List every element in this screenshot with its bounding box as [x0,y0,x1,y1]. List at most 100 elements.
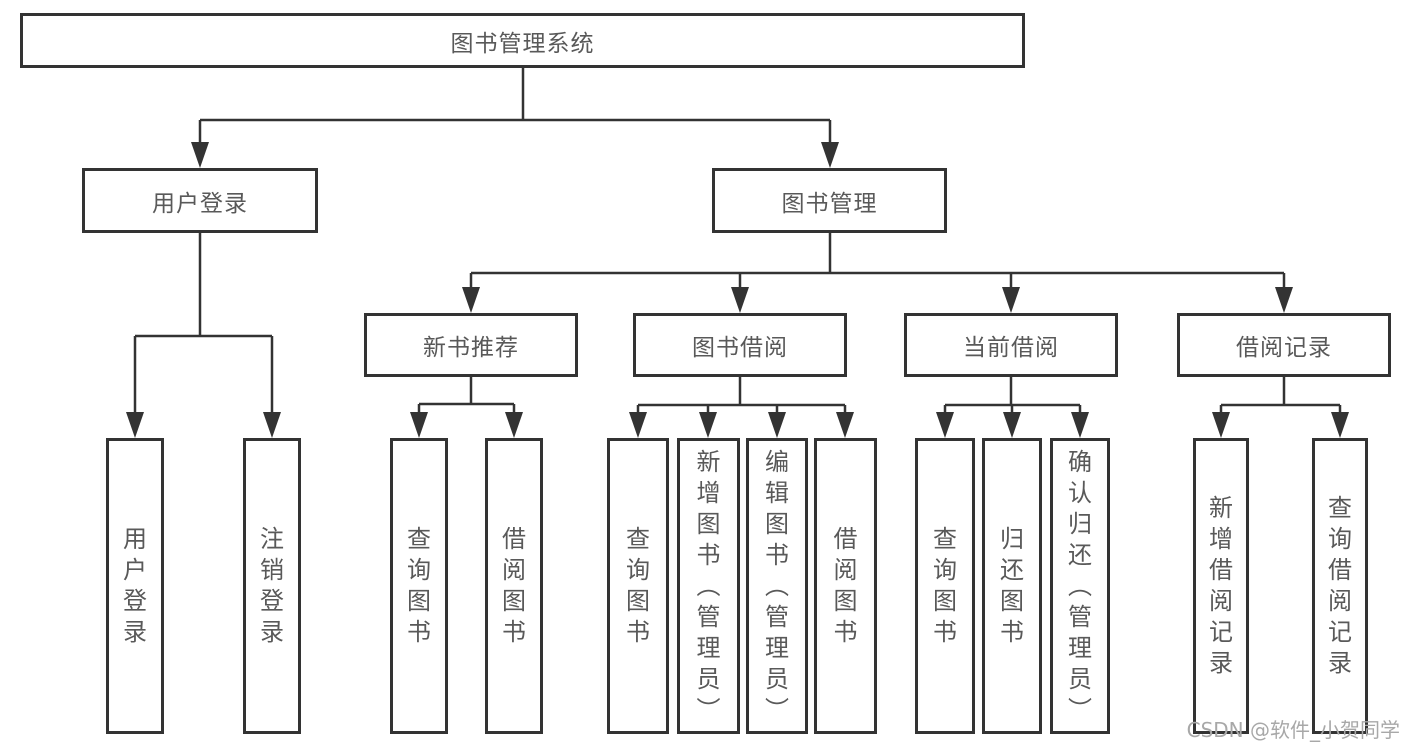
leaf-label-char: 图 [933,587,957,615]
leaf-label-char: 借 [1209,556,1233,584]
leaf-label-char: 归 [1068,509,1092,538]
leaf-label-char: 询 [407,556,431,584]
leaf-label-char: 询 [933,556,957,584]
node-leaf-user-login: 用户登录 [106,438,164,734]
leaf-label-char: 还 [1068,540,1092,569]
leaf-label-char: ︵ [765,571,789,600]
leaf-label-char: 录 [123,618,147,646]
arrowhead-leaf-edit-book [768,412,786,438]
arrowhead-leaf-query-books-1 [410,412,428,438]
arrowhead-new-book-recommendation [462,287,480,313]
connector-userlogin-to-leaves [133,233,274,414]
node-leaf-query-books: 查询图书 [390,438,448,734]
leaf-label-char: 理 [1068,633,1092,662]
leaf-label-char: 辑 [765,478,789,507]
leaf-label-char: 员 [765,664,789,693]
leaf-label-char: 归 [1000,525,1024,553]
leaf-label-char: 登 [260,587,284,615]
connector-root-to-level2 [198,68,832,144]
leaf-label-char: 增 [696,478,721,507]
node-leaf-confirm-return-admin: 确认归还︵管理员︶ [1050,438,1110,734]
node-leaf-logout: 注销登录 [243,438,301,734]
leaf-label-char: 认 [1068,478,1092,507]
leaf-label-char: 书 [1000,618,1024,646]
arrowhead-leaf-add-record [1212,412,1230,438]
leaf-label-char: 查 [1328,494,1352,522]
leaf-label-char: 阅 [833,556,858,584]
leaf-label-char: 借 [1328,556,1352,584]
node-user-login: 用户登录 [82,168,318,233]
leaf-label-char: 图 [407,587,431,615]
node-leaf-add-book-admin: 新增图书︵管理员︶ [677,438,740,734]
arrowhead-borrowing-records [1275,287,1293,313]
leaf-label-char: 书 [502,618,526,646]
leaf-label-char: 阅 [502,556,526,584]
csdn-watermark: CSDN @软件_小贺同学 [1186,718,1400,742]
node-current-borrowing: 当前借阅 [904,313,1118,377]
node-borrowing-records: 借阅记录 [1177,313,1391,377]
arrowhead-leaf-borrow-books-2 [836,412,854,438]
leaf-label-char: 编 [765,447,789,476]
arrowhead-leaf-return-books [1003,412,1021,438]
leaf-label-char: 书 [933,618,957,646]
node-leaf-return-books: 归还图书 [982,438,1042,734]
leaf-label-char: 理 [696,633,721,662]
leaf-label-char: 增 [1209,525,1233,553]
leaf-label-char: 录 [1209,649,1233,677]
leaf-label-char: 图 [626,587,650,615]
leaf-label-char: 图 [696,509,721,538]
connector-borrowing-to-leaves [636,377,847,414]
node-book-management: 图书管理 [712,168,947,233]
arrowhead-leaf-query-books-3 [936,412,954,438]
leaf-label-char: 阅 [1328,587,1352,615]
leaf-label-char: 管 [696,602,721,631]
leaf-label-char: 新 [1209,494,1233,522]
leaf-label-char: 借 [502,525,526,553]
node-leaf-borrow-books: 借阅图书 [814,438,877,734]
leaf-label-char: 管 [765,602,789,631]
connector-records-to-leaves [1219,377,1342,414]
leaf-label-char: ︶ [696,695,721,724]
arrowhead-leaf-add-book [699,412,717,438]
leaf-label-char: 用 [123,525,147,553]
leaf-label-char: 登 [123,587,147,615]
leaf-label-char: 还 [1000,556,1024,584]
leaf-label-char: 录 [1328,649,1352,677]
arrowhead-user-login [191,142,209,168]
node-leaf-borrow-books: 借阅图书 [485,438,543,734]
arrowhead-leaf-query-record [1331,412,1349,438]
node-book-borrowing: 图书借阅 [633,313,847,377]
node-leaf-query-books: 查询图书 [915,438,975,734]
arrowhead-book-borrowing [731,287,749,313]
leaf-label-char: 书 [626,618,650,646]
leaf-label-char: 注 [260,525,284,553]
leaf-label-char: 书 [833,618,858,646]
leaf-label-char: 销 [260,556,284,584]
arrowhead-leaf-confirm-return [1071,412,1089,438]
leaf-label-char: 书 [407,618,431,646]
connector-bookmgmt-to-level3 [469,233,1286,289]
leaf-label-char: 理 [765,633,789,662]
arrowhead-leaf-user-login [126,412,144,438]
leaf-label-char: 员 [696,664,721,693]
leaf-label-char: 图 [833,587,858,615]
arrowhead-leaf-query-books-2 [629,412,647,438]
node-leaf-edit-book-admin: 编辑图书︵管理员︶ [746,438,808,734]
leaf-label-char: 图 [765,509,789,538]
arrowhead-current-borrowing [1002,287,1020,313]
leaf-label-char: ︶ [765,695,789,724]
node-new-book-recommendation: 新书推荐 [364,313,578,377]
leaf-label-char: 管 [1068,602,1092,631]
node-leaf-query-borrow-record: 查询借阅记录 [1312,438,1368,734]
arrowhead-leaf-logout [263,412,281,438]
node-leaf-add-borrow-record: 新增借阅记录 [1193,438,1249,734]
leaf-label-char: 录 [260,618,284,646]
leaf-label-char: 借 [833,525,858,553]
connector-current-to-leaves [943,377,1082,414]
leaf-label-char: 图 [502,587,526,615]
arrowhead-leaf-borrow-books-1 [505,412,523,438]
leaf-label-char: 查 [933,525,957,553]
leaf-label-char: 询 [626,556,650,584]
